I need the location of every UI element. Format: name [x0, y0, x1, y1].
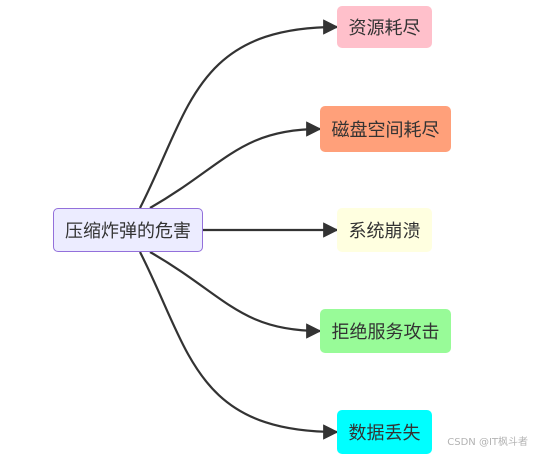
- node-data-loss: 数据丢失: [337, 410, 432, 454]
- node-disk-space-exhaustion: 磁盘空间耗尽: [320, 106, 451, 152]
- watermark: CSDN @IT枫斗者: [447, 437, 528, 448]
- node-label: 资源耗尽: [348, 18, 421, 39]
- node-label: 系统崩溃: [348, 221, 421, 242]
- node-dos-attack: 拒绝服务攻击: [320, 309, 451, 353]
- edge-to-disk-space-exhaustion: [149, 121, 322, 209]
- root-node: 压缩炸弹的危害: [53, 208, 203, 252]
- edge-to-dos-attack: [149, 251, 322, 339]
- node-resource-exhaustion: 资源耗尽: [337, 6, 432, 48]
- edge-to-data-loss: [139, 251, 339, 440]
- node-system-crash: 系统崩溃: [337, 208, 432, 252]
- node-label: 拒绝服务攻击: [331, 322, 440, 343]
- edge-to-resource-exhaustion: [139, 19, 339, 209]
- root-node-label: 压缩炸弹的危害: [65, 221, 191, 242]
- node-label: 数据丢失: [348, 423, 421, 444]
- node-label: 磁盘空间耗尽: [331, 120, 440, 141]
